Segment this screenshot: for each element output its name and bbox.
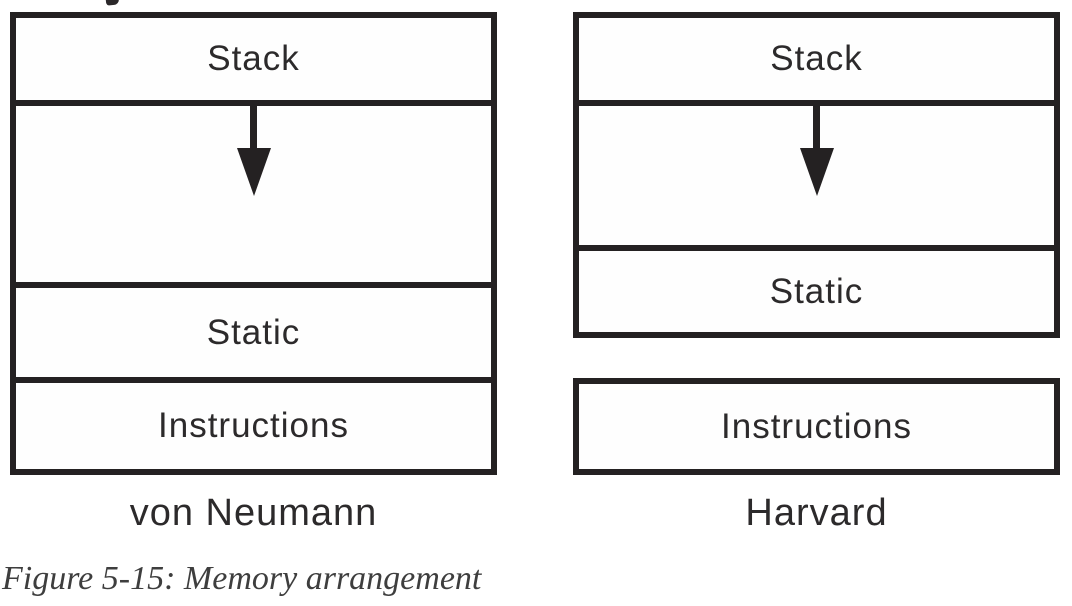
harvard-instructions-region: Instructions [573, 378, 1060, 475]
harvard-stack-region: Stack [579, 18, 1054, 100]
arrow-stem [813, 106, 820, 148]
arrow-head [236, 148, 271, 196]
stack-region-label: Stack [770, 39, 863, 78]
von-neumann-stack-region: Stack [16, 18, 491, 100]
down-arrow-icon [236, 106, 271, 196]
static-region-label: Static [206, 312, 301, 352]
von-neumann-static-region: Static [16, 282, 491, 377]
down-arrow-icon [799, 106, 834, 196]
von-neumann-title: von Neumann [129, 492, 378, 534]
arrow-stem [250, 106, 257, 148]
von-neumann-memory-map: Stack Static Instructions [10, 12, 497, 475]
von-neumann-instructions-region: Instructions [16, 377, 491, 469]
static-region-label: Static [769, 271, 864, 311]
harvard-static-region: Static [579, 245, 1054, 332]
harvard-data-memory-map: Stack Static [573, 12, 1060, 338]
instructions-region-label: Instructions [158, 406, 349, 445]
harvard-growth-region [579, 100, 1054, 245]
instructions-region-label: Instructions [721, 406, 912, 446]
von-neumann-growth-region [16, 100, 491, 282]
harvard-title: Harvard [745, 492, 888, 534]
figure-caption: Figure 5-15: Memory arrangement [2, 560, 482, 597]
stack-region-label: Stack [207, 39, 300, 78]
arrow-head [799, 148, 834, 196]
cropped-text-artifact [105, 0, 120, 6]
